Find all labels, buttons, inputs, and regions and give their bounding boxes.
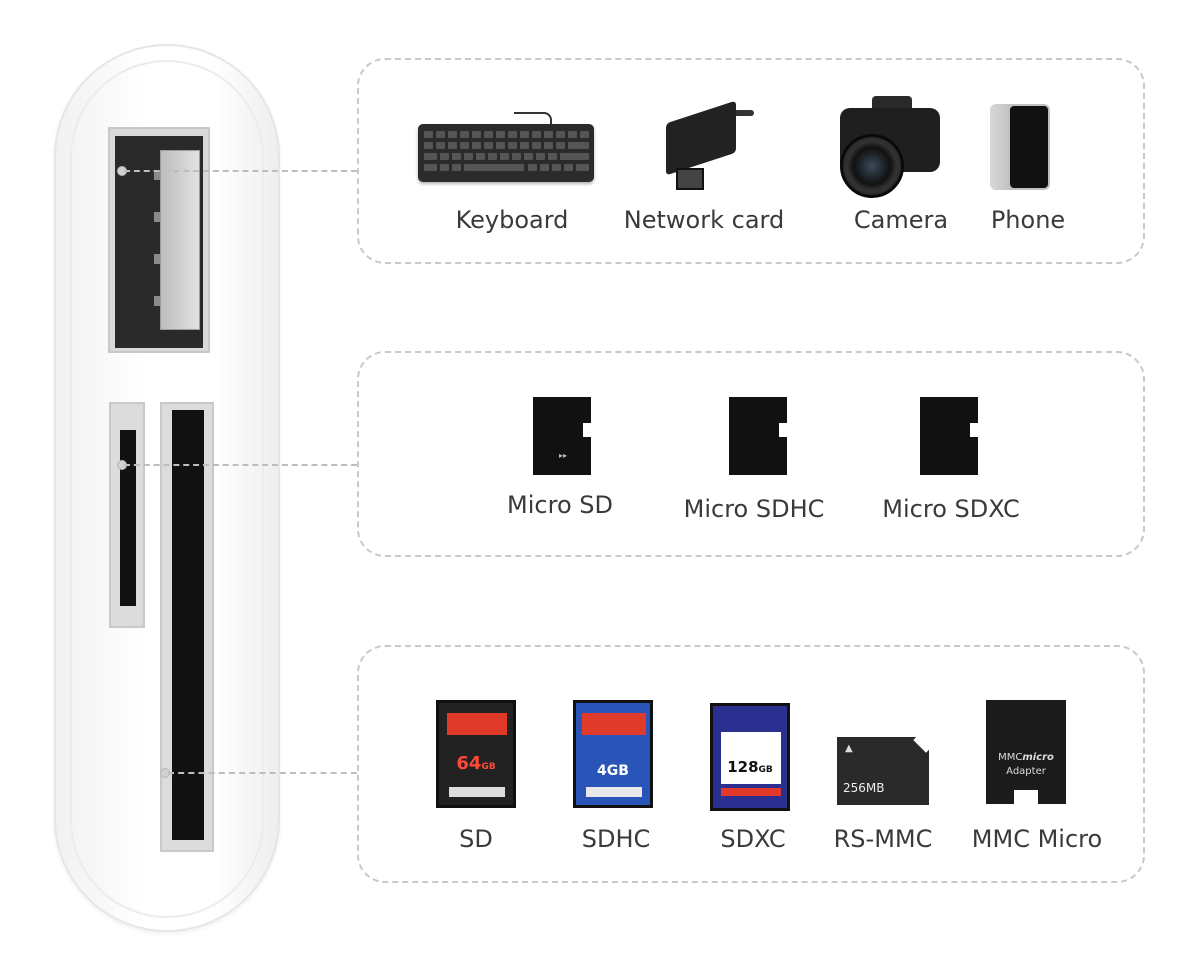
sdhc-card-icon: 4GB bbox=[573, 700, 653, 808]
usb-port-tongue bbox=[160, 150, 200, 330]
ethernet-port-icon bbox=[676, 168, 704, 190]
rs-mmc-card-icon: ▲ 256MB bbox=[837, 737, 929, 805]
mmc-micro-adapter-line1: MMCmicro bbox=[986, 752, 1066, 763]
sdhc-card-write-area bbox=[586, 787, 642, 797]
item-label: Keyboard bbox=[455, 206, 569, 234]
item-label: SDHC bbox=[581, 825, 651, 853]
sd-card-capacity: 64GB bbox=[439, 753, 513, 774]
sd-slot-opening bbox=[172, 410, 204, 840]
item-label: Micro SD bbox=[507, 491, 613, 519]
mmc-micro-adapter-notch bbox=[1014, 790, 1038, 804]
keyboard-cable bbox=[514, 112, 552, 128]
sd-connector-line bbox=[168, 772, 357, 774]
keyboard-icon bbox=[418, 124, 594, 182]
usb-pin bbox=[154, 212, 160, 222]
item-label: Micro SDXC bbox=[882, 495, 1020, 523]
rs-mmc-arrow-icon: ▲ bbox=[845, 743, 853, 754]
sdxc-card-icon: 128GB bbox=[710, 703, 790, 811]
sd-card-write-area bbox=[449, 787, 505, 797]
rs-mmc-capacity: 256MB bbox=[843, 781, 885, 795]
sdxc-card-stripe bbox=[721, 788, 781, 796]
usb-pin bbox=[154, 170, 160, 180]
phone-screen bbox=[1008, 104, 1050, 190]
item-label: Network card bbox=[623, 206, 785, 234]
usb-pin bbox=[154, 254, 160, 264]
item-label: Micro SDHC bbox=[683, 495, 825, 523]
sdhc-card-label-band bbox=[582, 713, 646, 735]
micro-sd-connector-line bbox=[124, 464, 357, 466]
sd-card-capacity-number: 64 bbox=[456, 753, 482, 774]
item-label: Phone bbox=[990, 206, 1066, 234]
item-label: Camera bbox=[853, 206, 949, 234]
sdxc-card-capacity-number: 128 bbox=[727, 758, 759, 776]
usb-pin bbox=[154, 296, 160, 306]
micro-sdxc-card-icon bbox=[920, 397, 978, 475]
sdxc-card-capacity-unit: GB bbox=[758, 765, 773, 775]
micro-sdhc-card-icon bbox=[729, 397, 787, 475]
network-card-cable bbox=[730, 110, 754, 116]
micro-sd-slot-opening bbox=[120, 430, 136, 606]
mmc-micro-text: MMC bbox=[998, 752, 1023, 763]
sd-card-label-band bbox=[447, 713, 507, 735]
sdhc-card-capacity: 4GB bbox=[597, 763, 629, 779]
adapter-outline bbox=[70, 60, 264, 918]
sd-card-capacity-unit: GB bbox=[481, 762, 496, 772]
mmc-micro-adapter-icon: MMCmicro Adapter bbox=[986, 700, 1066, 804]
camera-lens bbox=[840, 134, 904, 198]
usb-connector-line bbox=[124, 170, 357, 172]
sdxc-card-label bbox=[721, 732, 781, 784]
mmc-micro-text-italic: micro bbox=[1022, 752, 1054, 763]
item-label: RS-MMC bbox=[833, 825, 933, 853]
sd-card-icon: 64GB bbox=[436, 700, 516, 808]
phone-icon bbox=[990, 104, 1060, 190]
item-label: SDXC bbox=[720, 825, 786, 853]
micro-sd-logo: ▸▸ bbox=[559, 451, 568, 460]
micro-sd-card-icon: ▸▸ bbox=[533, 397, 591, 475]
item-label: MMC Micro bbox=[971, 825, 1103, 853]
item-label: SD bbox=[459, 825, 493, 853]
mmc-micro-adapter-line2: Adapter bbox=[1006, 766, 1046, 777]
sdxc-card-capacity: 128GB bbox=[713, 758, 787, 776]
